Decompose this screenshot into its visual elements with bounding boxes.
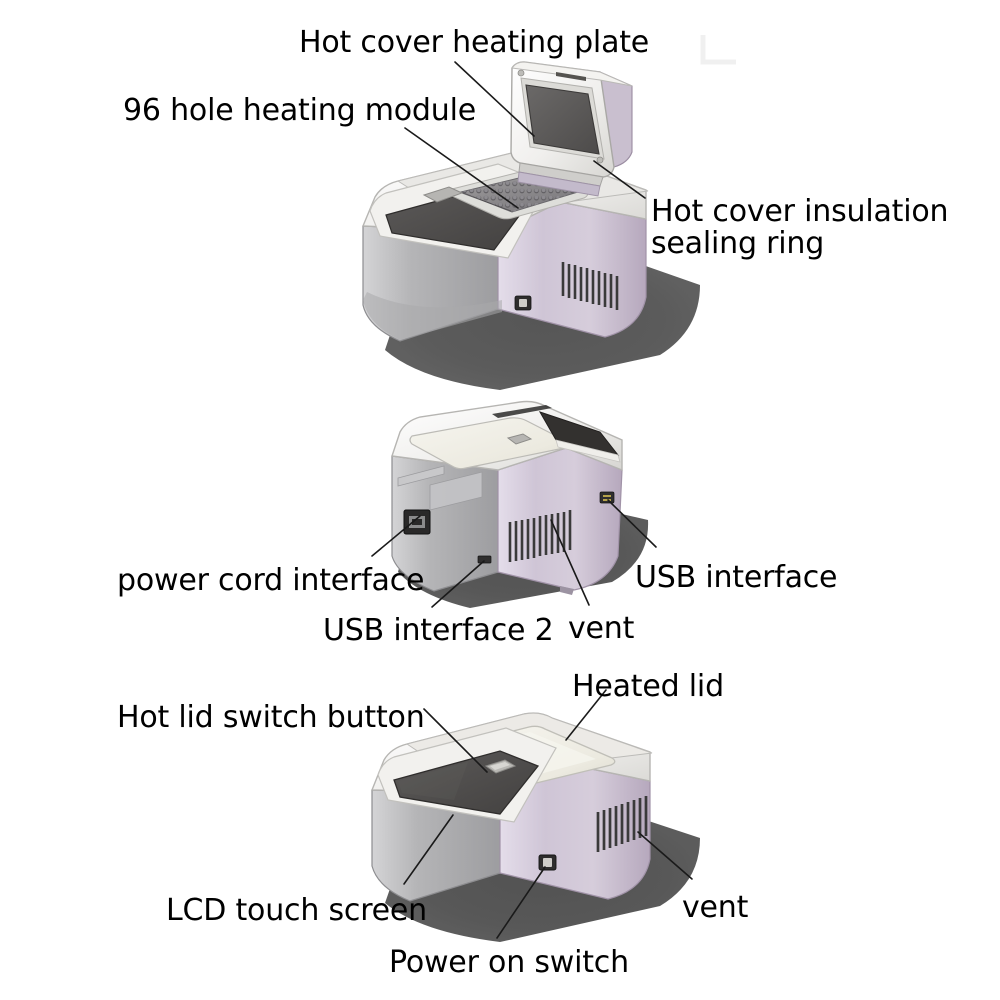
label-lcd-touch-screen: LCD touch screen bbox=[166, 893, 427, 928]
leader-96-hole-heating-module bbox=[404, 127, 519, 209]
hot-cover-vent-slot bbox=[556, 72, 586, 81]
thermal-cycler-rear-view bbox=[391, 400, 649, 608]
power-cord-interface-socket[interactable] bbox=[403, 509, 431, 535]
leader-hot-lid-switch bbox=[423, 708, 488, 773]
label-vent-front: vent bbox=[682, 890, 749, 925]
chassis-right-face bbox=[497, 201, 647, 338]
leader-vent-rear bbox=[550, 519, 590, 606]
power-on-switch-button[interactable] bbox=[538, 854, 557, 871]
thermal-cycler-open-lid-view bbox=[361, 61, 700, 390]
leader-hot-cover-heating-plate bbox=[454, 61, 535, 137]
lcd-screen-sheen bbox=[398, 762, 468, 800]
leader-lines bbox=[371, 61, 693, 939]
leader-hot-cover-insulation bbox=[593, 160, 646, 199]
hot-cover-top-bevel bbox=[511, 61, 633, 87]
leader-lcd-touch-screen bbox=[403, 814, 454, 885]
chassis-bottom-rim bbox=[363, 292, 502, 340]
rear-top-slot bbox=[492, 405, 552, 418]
label-power-cord-interface: power cord interface bbox=[117, 563, 425, 598]
label-96-hole-heating-module: 96 hole heating module bbox=[123, 93, 476, 128]
vent-slots bbox=[508, 510, 572, 562]
hot-lid-switch-button[interactable] bbox=[484, 759, 517, 774]
label-vent-rear: vent bbox=[568, 611, 635, 646]
rear-grip-bar-lower bbox=[429, 471, 483, 511]
label-hot-cover-heating-plate: Hot cover heating plate bbox=[299, 25, 650, 60]
power-on-switch[interactable] bbox=[514, 295, 532, 311]
corner-crop-mark bbox=[700, 35, 736, 65]
leader-usb-interface-2 bbox=[431, 560, 485, 608]
hot-cover-assembly[interactable] bbox=[510, 61, 633, 178]
lcd-bezel-strip bbox=[555, 439, 621, 463]
side-face-vent bbox=[497, 447, 623, 591]
label-hot-lid-switch-button: Hot lid switch button bbox=[117, 700, 425, 735]
rear-grip-bar-upper bbox=[397, 465, 445, 487]
leader-heated-lid bbox=[565, 689, 607, 741]
device-foot bbox=[560, 586, 574, 595]
hot-cover-heating-plate-surface bbox=[525, 84, 600, 155]
label-usb-interface: USB interface bbox=[635, 560, 838, 595]
chassis-right-face bbox=[499, 762, 651, 900]
usb-interface-port[interactable] bbox=[599, 491, 615, 504]
hinge-screw-top bbox=[517, 69, 525, 77]
hot-cover-support-arm-lower bbox=[517, 171, 601, 197]
usb-interface-2-port[interactable] bbox=[477, 555, 492, 564]
thermal-cycler-front-closed-view bbox=[370, 712, 700, 942]
hinge-screw-bottom bbox=[596, 156, 604, 164]
vent-slots bbox=[596, 796, 648, 852]
label-usb-interface-2: USB interface 2 bbox=[323, 613, 554, 648]
lid-latch-tab[interactable] bbox=[422, 186, 464, 203]
vent-slots bbox=[561, 262, 619, 310]
leader-power-cord-interface bbox=[371, 515, 421, 557]
label-hot-cover-insulation-sealing-ring: Hot cover insulation sealing ring bbox=[651, 194, 949, 262]
leader-power-on-switch bbox=[496, 866, 546, 939]
label-heated-lid: Heated lid bbox=[572, 669, 724, 704]
leader-vent-front bbox=[637, 831, 693, 880]
label-power-on-switch: Power on switch bbox=[389, 945, 629, 980]
lid-latch-tab[interactable] bbox=[506, 433, 533, 445]
leader-usb-interface bbox=[607, 499, 657, 548]
chassis-left-face bbox=[371, 789, 501, 902]
